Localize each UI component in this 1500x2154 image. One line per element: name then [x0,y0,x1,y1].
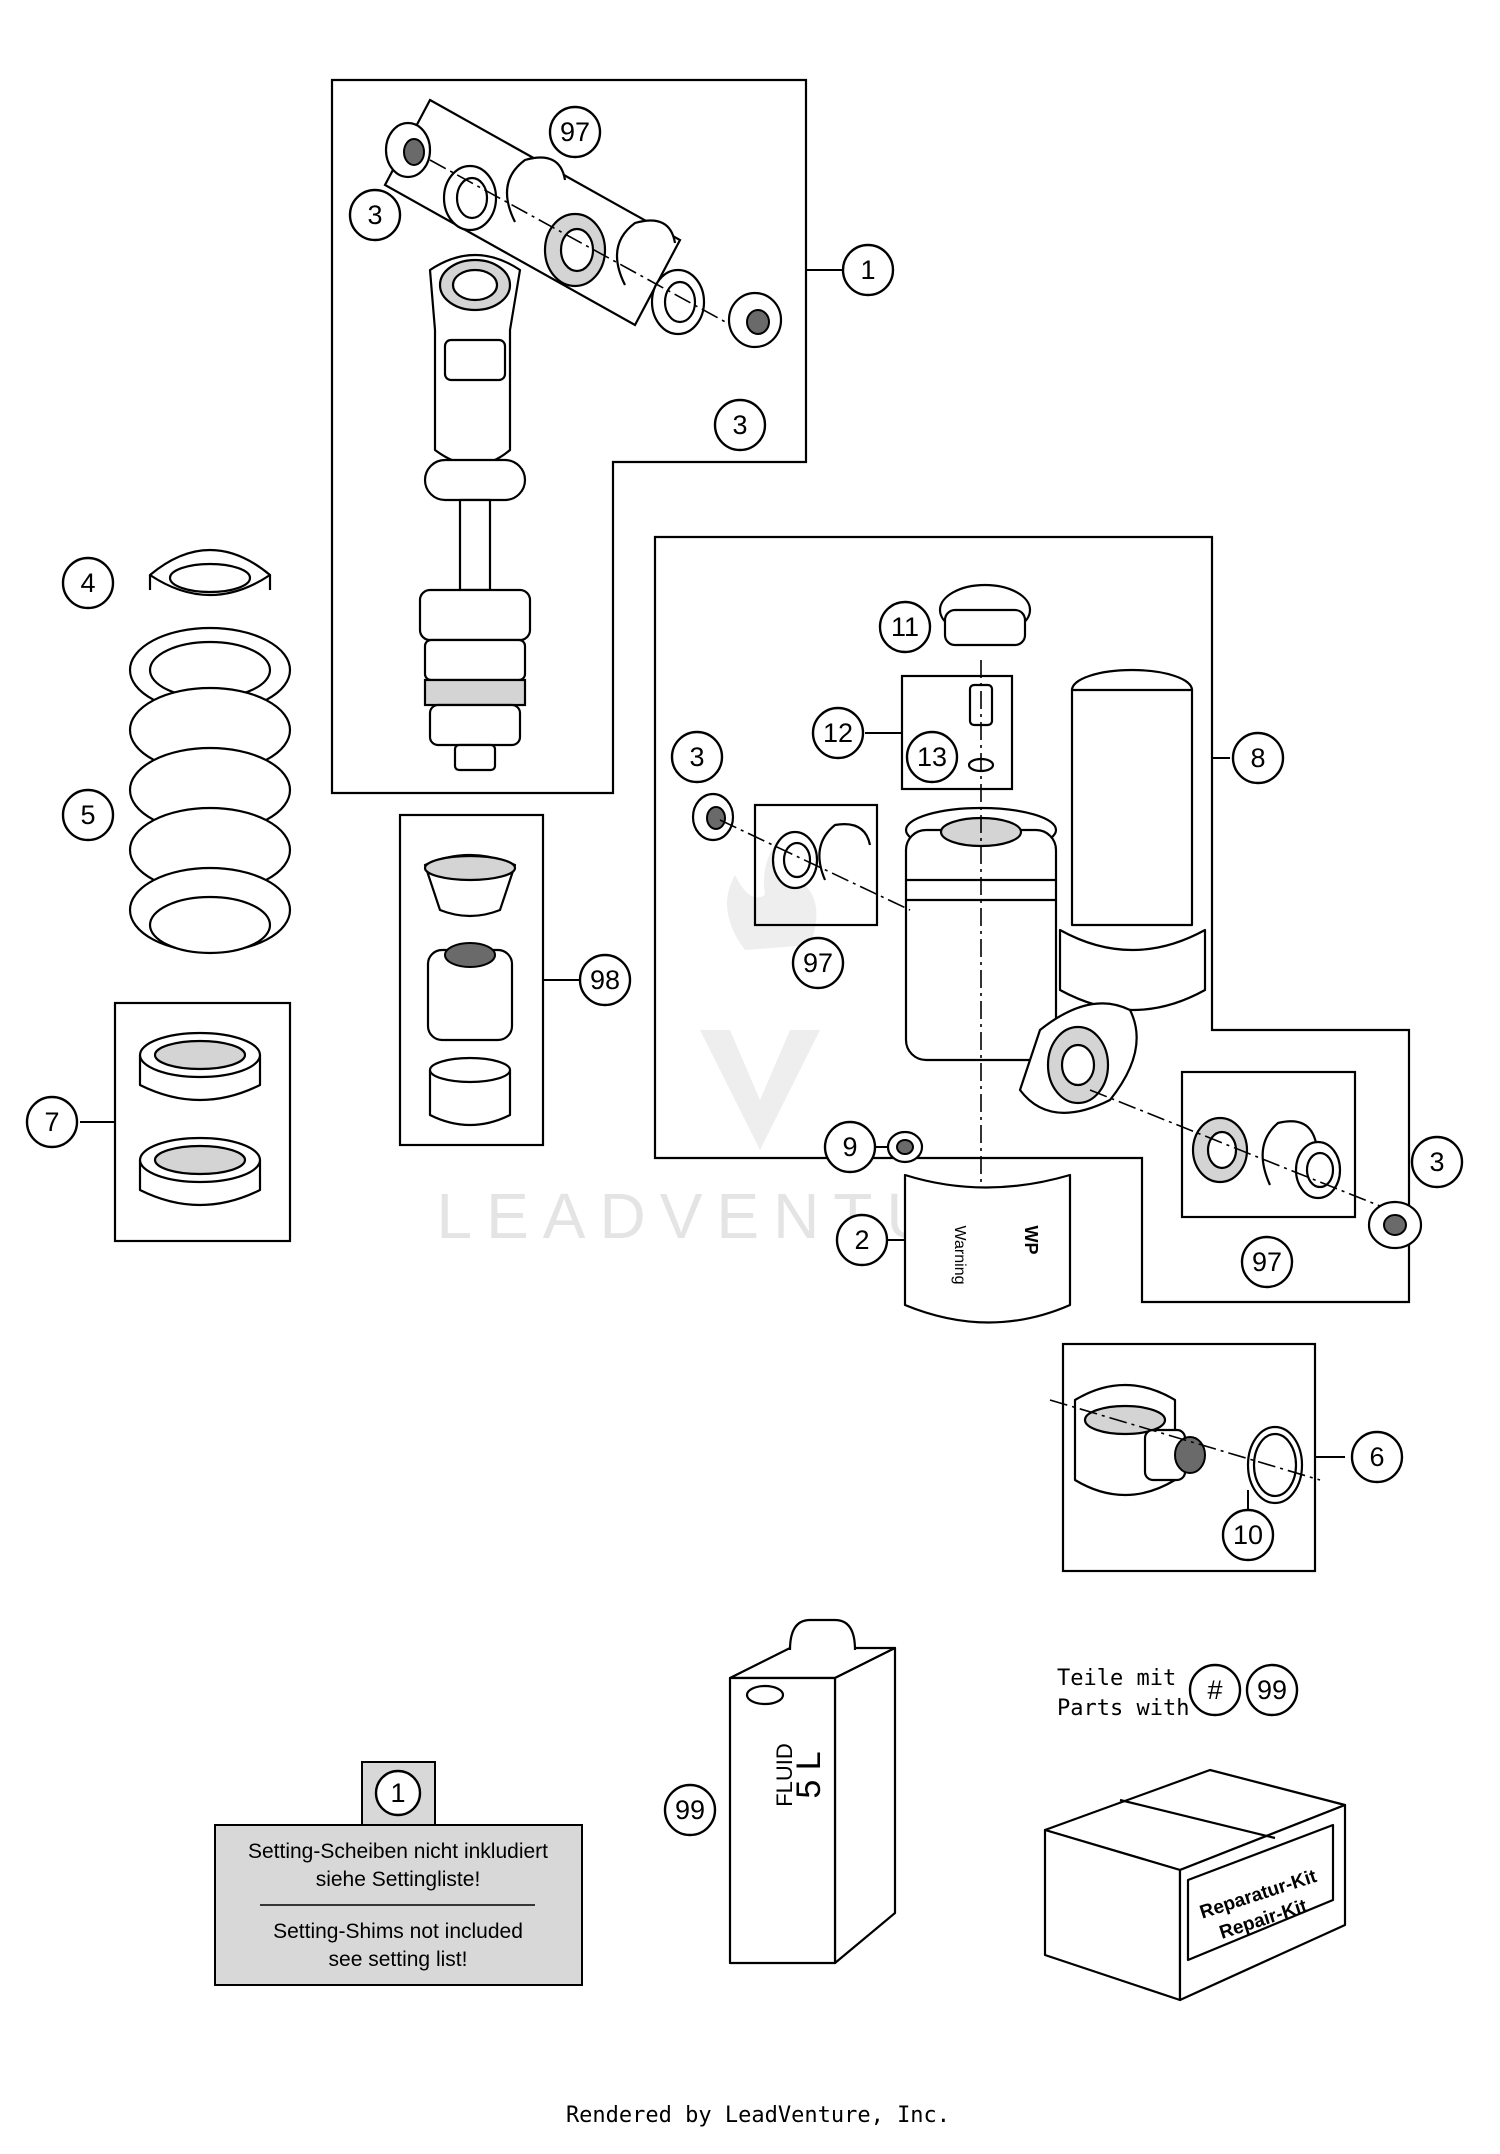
callout-99: 99 [663,1783,717,1837]
part-10-o-ring [1246,1425,1304,1505]
legend-line-1: Teile mit [1057,1666,1176,1691]
svg-text:1: 1 [860,255,875,285]
callout-3: 3 [348,188,402,242]
svg-text:11: 11 [891,612,919,642]
svg-text:9: 9 [842,1132,857,1162]
setting-shims-note: 1 Setting-Scheiben nicht inkludiert sieh… [214,1761,583,1986]
part-9-screw [886,1130,924,1164]
footer-credit: Rendered by LeadVenture, Inc. [566,2103,950,2128]
svg-text:97: 97 [803,948,833,978]
svg-text:3: 3 [732,410,747,440]
part-2-label-sticker: Warning WP [903,1173,1072,1324]
frame-97-left [753,803,879,927]
callout-5: 5 [61,788,115,842]
part-3-bushing-top-right [727,291,783,349]
note-line-de-2: siehe Settingliste! [316,1868,481,1891]
svg-text:8: 8 [1250,743,1265,773]
svg-text:3: 3 [689,742,704,772]
part-3-bushing-right [1367,1200,1423,1250]
part-5-spring [128,626,292,955]
part-7-adjusting-rings [138,1031,262,1207]
part-4-spring-retainer [148,549,272,597]
part-3-bushing-top-left [384,121,432,179]
svg-text:97: 97 [560,117,590,147]
frame-97-top [383,98,682,327]
callout-11: 11 [878,600,932,654]
part-97-bearing-set-right [1089,1089,1391,1211]
can-label-volume: 5 L [790,1751,828,1798]
repair-kit-box: Reparatur-Kit Repair-Kit [1043,1768,1347,2002]
legend-line-2: Parts with [1057,1696,1189,1721]
callout-3: 3 [670,730,724,784]
svg-text:10: 10 [1233,1520,1263,1550]
piston-rod-assembly [418,254,532,772]
callout-97: 97 [1240,1235,1294,1289]
part-11-cap [938,583,1032,647]
svg-text:5: 5 [80,800,95,830]
repair-kit-legend: Teile mit Parts with # 99 [1057,1663,1299,1721]
sticker-text-1: Warning [951,1226,968,1285]
svg-text:6: 6 [1369,1442,1384,1472]
callout-3: 3 [713,398,767,452]
callout-7: 7 [25,1095,79,1149]
svg-text:98: 98 [590,965,620,995]
part-98-seal-set [423,853,517,1127]
svg-text:4: 4 [80,568,95,598]
svg-text:3: 3 [367,200,382,230]
callout-8: 8 [1231,731,1285,785]
svg-text:#: # [1207,1675,1222,1705]
part-99-fluid-can: FLUID 5 L [728,1618,897,1965]
callout-12: 12 [811,706,865,760]
note-ref-callout: 1 [374,1769,422,1817]
svg-text:99: 99 [675,1795,705,1825]
part-3-bushing-body-left [691,792,735,842]
svg-text:13: 13 [917,742,947,772]
note-line-en-1: Setting-Shims not included [273,1920,523,1943]
callout-97: 97 [791,936,845,990]
svg-text:12: 12 [823,718,853,748]
hash-callout: # [1188,1663,1242,1717]
callout-6: 6 [1350,1430,1404,1484]
frame-97-right [1180,1070,1357,1219]
callout-13: 13 [905,730,959,784]
frame-group-8 [653,535,1411,1304]
svg-text:2: 2 [854,1225,869,1255]
can-label-fluid: FLUID [772,1743,797,1807]
callout-3: 3 [1410,1135,1464,1189]
part-6-valve-assembly [1073,1384,1206,1496]
note-line-de-1: Setting-Scheiben nicht inkludiert [248,1840,548,1863]
frame-group-1 [330,78,808,795]
svg-text:97: 97 [1252,1247,1282,1277]
part-97-bearing-set-top [429,156,741,336]
axis-valve [1049,1399,1321,1481]
note-line-en-2: see setting list! [329,1948,468,1971]
svg-text:1: 1 [390,1778,405,1808]
reservoir-cylinder [1058,668,1207,1011]
callout-2: 2 [835,1213,889,1267]
svg-text:99: 99 [1257,1675,1287,1705]
callout-1: 1 [841,243,895,297]
callout-97: 97 [548,105,602,159]
svg-text:3: 3 [1429,1147,1444,1177]
sticker-text-2: WP [1021,1226,1041,1255]
callout-4: 4 [61,556,115,610]
callout-9: 9 [823,1120,877,1174]
callout-10: 10 [1221,1508,1275,1562]
part-97-bearing-set-left [719,819,911,911]
svg-text:7: 7 [44,1107,59,1137]
callout-98: 98 [578,953,632,1007]
hash-ref-callout: 99 [1245,1663,1299,1717]
